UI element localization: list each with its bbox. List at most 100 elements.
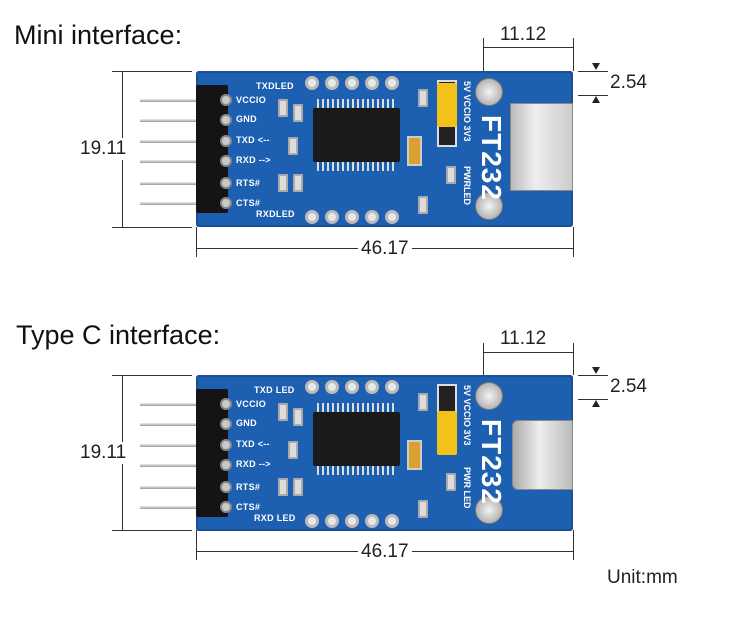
dim-line: [112, 530, 192, 531]
pwr-led: [446, 473, 456, 491]
section-title: Mini interface:: [14, 20, 183, 50]
pin-label: CTS#: [236, 502, 261, 512]
dim-line: [578, 399, 608, 400]
pwr-led-label: PWRLED: [462, 166, 472, 205]
pin-ring: [220, 114, 232, 126]
pad: [345, 210, 359, 224]
dim-line: [573, 530, 574, 560]
resistor: [288, 441, 298, 459]
pin-ring: [220, 398, 232, 410]
arrow-up-icon: [592, 96, 600, 103]
txd-led-label: TXDLED: [256, 81, 294, 91]
pad: [325, 76, 339, 90]
pad: [325, 210, 339, 224]
pin-label: VCCIO: [236, 95, 267, 105]
chip-legs: [317, 99, 396, 108]
dim-line: [483, 343, 484, 375]
txd-led-label: TXD LED: [254, 385, 295, 395]
arrow-up-icon: [592, 400, 600, 407]
header-pin: [140, 444, 200, 447]
header-pin: [140, 99, 200, 102]
unit-label: Unit:mm: [607, 567, 678, 588]
led: [278, 403, 288, 421]
pad: [345, 514, 359, 528]
resistor: [418, 500, 428, 518]
dim-line: [578, 71, 608, 72]
pad: [385, 210, 399, 224]
screw: [475, 192, 503, 220]
header-pin: [140, 140, 200, 143]
pad: [305, 514, 319, 528]
pad: [365, 380, 379, 394]
header-pin: [140, 403, 200, 406]
pin-label: TXD <--: [236, 135, 270, 145]
pin-label: RTS#: [236, 178, 261, 188]
pin-label: RXD -->: [236, 459, 271, 469]
dim-height: 19.11: [80, 442, 127, 464]
dim-line: [112, 375, 192, 376]
pad: [325, 380, 339, 394]
led: [278, 174, 288, 192]
jumper-label: 5V VCCIO 3V3: [462, 385, 472, 446]
pin-ring: [220, 177, 232, 189]
resistor: [418, 89, 428, 107]
pin-ring: [220, 155, 232, 167]
header-pin: [140, 202, 200, 205]
pin-ring: [220, 197, 232, 209]
pad: [305, 210, 319, 224]
header-pin: [140, 160, 200, 163]
ft232-chip: [313, 108, 400, 162]
pin-label: GND: [236, 418, 257, 428]
pad: [345, 76, 359, 90]
pin-ring: [220, 94, 232, 106]
pin-ring: [220, 135, 232, 147]
header-pin: [140, 486, 200, 489]
dim-line: [573, 343, 574, 375]
pad: [365, 210, 379, 224]
capacitor: [293, 408, 303, 426]
header-pin: [140, 506, 200, 509]
pin-label: RXD -->: [236, 155, 271, 165]
pad: [305, 76, 319, 90]
pin-label: VCCIO: [236, 399, 267, 409]
jumper-cap: [437, 411, 457, 455]
ft232-type-c-board: VCCIO GND TXD <-- RXD --> RTS# CTS# TXD …: [140, 375, 573, 531]
pin-label: GND: [236, 114, 257, 124]
dim-connector-offset: 11.12: [500, 24, 547, 45]
dim-line: [573, 38, 574, 71]
pad: [385, 380, 399, 394]
dim-connector-offset: 11.12: [500, 328, 547, 349]
dim-line: [483, 47, 573, 48]
chip-legs: [317, 466, 396, 475]
dim-height: 19.11: [80, 138, 127, 160]
section-title: Type C interface:: [16, 320, 221, 350]
screw: [475, 78, 503, 106]
dim-length: 46.17: [358, 541, 412, 563]
resistor: [418, 196, 428, 214]
arrow-down-icon: [592, 367, 600, 374]
screw: [475, 496, 503, 524]
ft232-mini-board: VCCIO GND TXD <-- RXD --> RTS# CTS# TXDL…: [140, 71, 573, 227]
capacitor: [293, 174, 303, 192]
tantalum-capacitor: [407, 440, 422, 470]
header-pin: [140, 464, 200, 467]
chip-legs: [317, 403, 396, 412]
pin-ring: [220, 459, 232, 471]
header-pin: [140, 423, 200, 426]
screw: [475, 382, 503, 410]
tantalum-capacitor: [407, 136, 422, 166]
led: [278, 478, 288, 496]
jumper-label: 5V VCCIO 3V3: [462, 81, 472, 142]
pin-label: RTS#: [236, 482, 261, 492]
pad: [325, 514, 339, 528]
resistor: [418, 393, 428, 411]
usb-c-connector: [512, 420, 573, 490]
rxd-led-label: RXDLED: [256, 209, 295, 219]
dim-line: [483, 38, 484, 71]
pwr-led-label: PWR LED: [462, 467, 472, 509]
jumper-cap: [437, 83, 457, 127]
header-pin: [140, 182, 200, 185]
mini-usb-connector: [510, 103, 573, 191]
header-pin: [140, 119, 200, 122]
dim-line: [112, 227, 192, 228]
